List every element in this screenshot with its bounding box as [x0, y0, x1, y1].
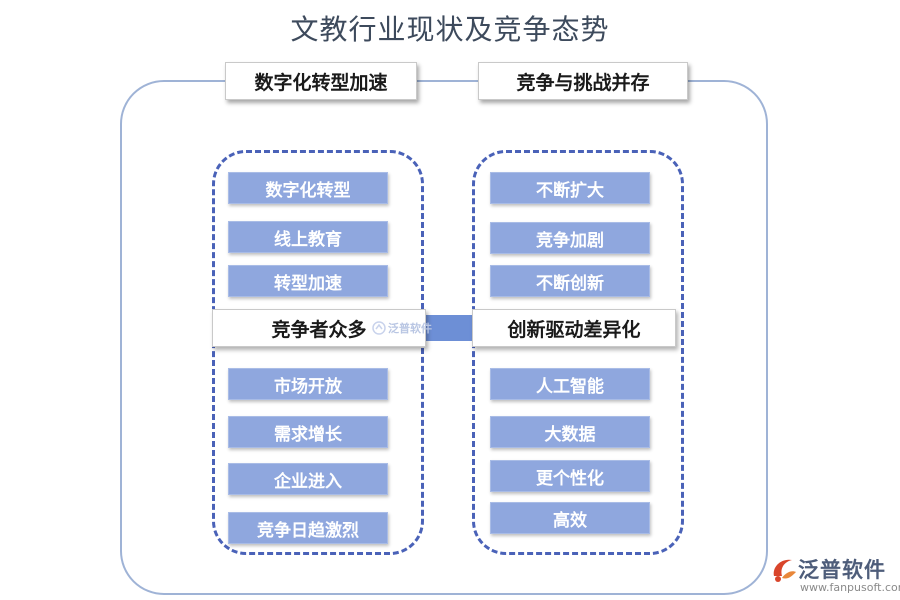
connector-bar — [424, 315, 472, 341]
left-column — [212, 150, 424, 555]
watermark-logo-icon — [372, 321, 386, 335]
watermark: 泛普软件 — [372, 320, 432, 336]
logo-name: 泛普软件 — [798, 558, 886, 582]
right-item: 竞争加剧 — [490, 222, 650, 254]
left-header: 数字化转型加速 — [225, 62, 417, 100]
right-center-box: 创新驱动差异化 — [472, 309, 676, 347]
left-item: 竞争日趋激烈 — [228, 512, 388, 544]
left-item: 转型加速 — [228, 265, 388, 297]
left-item: 需求增长 — [228, 416, 388, 448]
left-item: 线上教育 — [228, 221, 388, 253]
right-item: 人工智能 — [490, 368, 650, 400]
right-header: 竞争与挑战并存 — [478, 62, 688, 100]
left-item: 企业进入 — [228, 463, 388, 495]
watermark-text: 泛普软件 — [388, 322, 432, 335]
right-item: 不断创新 — [490, 265, 650, 297]
page-title: 文教行业现状及竞争态势 — [290, 13, 610, 46]
fanpu-logo-icon — [773, 559, 796, 582]
left-center-box: 竞争者众多 — [212, 309, 426, 347]
right-column — [472, 150, 684, 555]
right-item: 不断扩大 — [490, 172, 650, 204]
logo-url: www.fanpusoft.com — [800, 581, 900, 594]
left-item: 市场开放 — [228, 368, 388, 400]
right-item: 高效 — [490, 502, 650, 534]
left-item: 数字化转型 — [228, 172, 388, 204]
right-item: 更个性化 — [490, 460, 650, 492]
brand-logo: 泛普软件 www.fanpusoft.com — [770, 552, 900, 597]
right-item: 大数据 — [490, 416, 650, 448]
